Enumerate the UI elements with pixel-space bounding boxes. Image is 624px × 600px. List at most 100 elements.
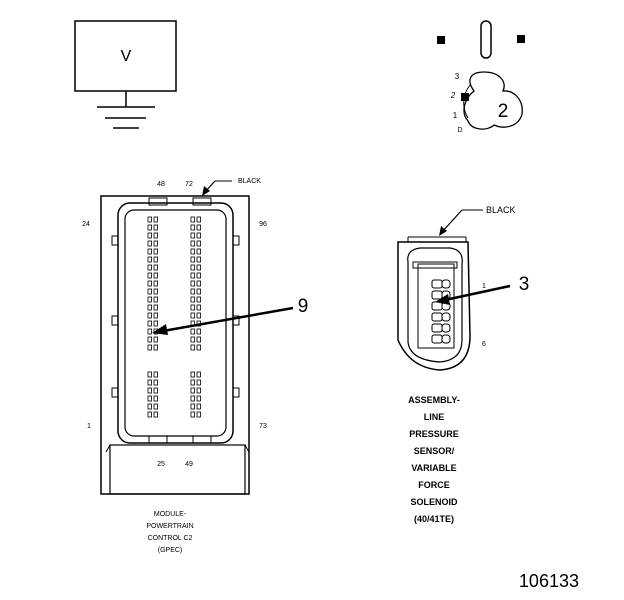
pcm-pin-cavity [153,403,158,410]
pcm-pin-cavity [190,232,195,239]
pcm-pin-cavity [196,280,201,287]
sensor-pin-label-1: 1 [482,283,486,290]
pcm-pin-cavity [153,379,158,386]
sensor-pin-cavity [431,279,443,289]
pcm-pin-cavity [196,379,201,386]
pcm-pin-cavity [147,288,152,295]
pcm-pin-cavity [153,320,158,327]
sensor-pin-terminal [441,279,451,289]
pcm-pin-cavity [190,344,195,351]
pcm-pin-cavity [153,395,158,402]
sensor-caption-line-5: VARIABLE [411,463,456,473]
pcm-pin-cavity [196,403,201,410]
pcm-pin-cavity [147,248,152,255]
pcm-pin-cavity [196,248,201,255]
selector-position-1: 1 [453,111,458,120]
pcm-pin-cavity [153,264,158,271]
pcm-pin-cavity [196,272,201,279]
pcm-pin-cavity [147,387,152,394]
pcm-pin-cavity [196,288,201,295]
voltmeter-label: V [121,48,132,65]
pcm-pin-cavity [147,304,152,311]
selector-position-d: D [457,127,462,134]
pin-label-24: 24 [82,221,90,228]
pcm-pin-cavity [190,336,195,343]
pcm-pin-cavity [190,280,195,287]
pcm-pin-cavity [190,224,195,231]
pcm-pin-cavity [147,280,152,287]
callout-3: 3 [519,274,530,295]
pcm-pin-cavity [190,379,195,386]
pcm-pin-cavity [153,288,158,295]
callout-2: 2 [498,101,509,122]
pcm-pin-cavity [190,296,195,303]
pcm-pin-cavity [147,344,152,351]
pcm-pin-cavity [147,371,152,378]
pin-label-48: 48 [157,181,165,188]
pcm-pin-cavity [153,304,158,311]
sensor-pin-cavity [431,290,443,300]
pcm-caption-line-4: (GPEC) [158,547,183,554]
pcm-pin-cavity [147,336,152,343]
pcm-pin-cavity [153,280,158,287]
pcm-pin-cavity [153,344,158,351]
pcm-pin-cavity [196,411,201,418]
selector-position-3: 3 [455,72,460,81]
pcm-pin-cavity [196,216,201,223]
sensor-caption-line-1: ASSEMBLY- [408,395,460,405]
pcm-pin-cavity [153,248,158,255]
pcm-pin-cavity [153,232,158,239]
pcm-caption-line-2: POWERTRAIN [146,523,193,530]
sensor-pin-cavity [431,334,443,344]
pcm-pin-cavity [190,312,195,319]
pcm-pin-cavity [196,312,201,319]
sensor-caption-line-4: SENSOR/ [414,446,455,456]
pin-label-25: 25 [157,461,165,468]
pcm-pin-cavity [153,224,158,231]
pcm-pin-cavity [196,256,201,263]
pcm-caption-line-3: CONTROL C2 [148,535,193,542]
pcm-pin-cavity [147,395,152,402]
pcm-pin-cavity [190,387,195,394]
pcm-pin-cavity [196,304,201,311]
sensor-pin-cavity [431,312,443,322]
pin-label-49: 49 [185,461,193,468]
pcm-pin-cavity [196,264,201,271]
sensor-color-label: BLACK [486,205,516,215]
sensor-caption-line-8: (40/41TE) [414,514,454,524]
voltmeter-symbol: V [74,20,177,129]
pin-label-73: 73 [259,423,267,430]
pcm-pin-cavity [190,371,195,378]
pcm-pin-cavity [190,248,195,255]
pcm-connector: 48 72 24 96 1 73 25 49 BLACK 9 MODULE- P… [82,178,308,554]
pcm-pin-cavity [196,395,201,402]
pcm-pin-cavity [153,371,158,378]
pcm-pin-cavity [153,240,158,247]
sensor-caption-line-6: FORCE [418,480,450,490]
pcm-pin-cavity [190,256,195,263]
sensor-pin-terminal [441,323,451,333]
pcm-pin-cavity [196,296,201,303]
pcm-pin-grid [147,216,201,418]
pcm-pin-cavity [147,264,152,271]
pcm-pin-cavity [153,272,158,279]
pcm-pin-cavity [153,296,158,303]
pcm-caption-line-1: MODULE- [154,511,187,518]
callout-9: 9 [298,296,309,317]
pcm-pin-cavity [147,328,152,335]
selector-position-2: 2 [450,91,456,100]
pcm-color-label: BLACK [238,178,261,185]
pcm-pin-cavity [147,224,152,231]
pcm-pin-cavity [153,387,158,394]
pcm-pin-cavity [153,216,158,223]
pcm-pin-cavity [147,320,152,327]
pcm-pin-cavity [153,312,158,319]
figure-number: 106133 [519,571,579,591]
pcm-pin-cavity [196,232,201,239]
pcm-pin-cavity [196,224,201,231]
pcm-pin-cavity [196,336,201,343]
pcm-pin-cavity [196,328,201,335]
pcm-pin-cavity [147,216,152,223]
selector-knob-icon: 3 2 1 D 2 [450,71,523,134]
pcm-pin-cavity [147,403,152,410]
